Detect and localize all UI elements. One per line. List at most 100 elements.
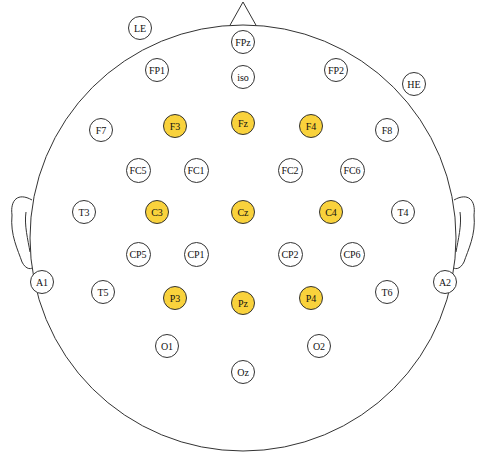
electrode-label: Oz (231, 360, 255, 384)
electrode-outline (278, 242, 302, 266)
nose (229, 2, 257, 27)
head-circle (30, 25, 456, 451)
electrode-outline (164, 115, 187, 138)
electrode-label: FC2 (278, 158, 303, 183)
electrode: O2 (307, 334, 331, 358)
electrode-label: LE (128, 16, 152, 40)
electrode-outline (156, 335, 179, 358)
electrode: FC1 (184, 158, 209, 183)
electrode-label: CP1 (184, 242, 209, 267)
electrode-outline (232, 66, 255, 89)
electrode-label: T6 (375, 280, 399, 304)
electrode-label: iso (231, 65, 255, 89)
electrode-outline (278, 158, 302, 182)
electrode-outline (126, 242, 150, 266)
electrode-outline (320, 201, 343, 224)
electrode: CP6 (340, 242, 365, 267)
electrode-label: FC1 (184, 158, 209, 183)
electrode: T6 (375, 280, 399, 304)
electrode-outline (300, 115, 323, 138)
electrode: O1 (155, 334, 179, 358)
electrode: HE (402, 72, 426, 96)
electrode-label: T4 (391, 200, 415, 224)
electrode: CP2 (278, 242, 303, 267)
electrode-outline (325, 59, 348, 82)
electrode-label: FP1 (145, 58, 169, 82)
electrode-outline (31, 271, 54, 294)
electrode-outline (232, 112, 255, 135)
electrode-label: FP2 (324, 58, 348, 82)
electrode-outline (129, 17, 152, 40)
electrode: A1 (30, 270, 54, 294)
electrode-label: T3 (72, 200, 96, 224)
electrode: FC6 (340, 158, 365, 183)
electrode-label: F3 (163, 114, 187, 138)
selected-electrode: Cz (231, 200, 255, 224)
electrode: FP1 (145, 58, 169, 82)
selected-electrode: C4 (319, 200, 343, 224)
electrode: LE (128, 16, 152, 40)
electrode-label: O1 (155, 334, 179, 358)
left-ear-inner (25, 212, 30, 252)
electrode: CP5 (126, 242, 151, 267)
electrode-label: FC6 (340, 158, 365, 183)
electrode: F7 (89, 118, 113, 142)
electrode-outline (232, 31, 255, 54)
electrode-outline (232, 201, 255, 224)
selected-electrode: F4 (299, 114, 323, 138)
electrode-label: HE (402, 72, 426, 96)
electrode: FP2 (324, 58, 348, 82)
electrode-outline (340, 242, 364, 266)
electrode-outline (300, 287, 323, 310)
electrode-label: F4 (299, 114, 323, 138)
electrode: Oz (231, 360, 255, 384)
electrode: F8 (375, 118, 399, 142)
electrode: A2 (433, 270, 457, 294)
selected-electrode: F3 (163, 114, 187, 138)
electrode-label: Pz (231, 291, 255, 315)
electrode-label: FC5 (126, 158, 151, 183)
electrode: T4 (391, 200, 415, 224)
electrode-label: O2 (307, 334, 331, 358)
electrode-outline (92, 281, 115, 304)
electrode-label: CP5 (126, 242, 151, 267)
electrode-outline (232, 292, 255, 315)
electrode-outline (434, 271, 457, 294)
electrode-outline (146, 201, 169, 224)
selected-electrode: P3 (163, 286, 187, 310)
electrode-label: FPz (231, 30, 255, 54)
electrode: iso (231, 65, 255, 89)
electrode-outline (73, 201, 96, 224)
selected-electrode: Pz (231, 291, 255, 315)
electrode-label: P4 (299, 286, 323, 310)
electrode-label: F8 (375, 118, 399, 142)
electrode-outline (90, 119, 113, 142)
electrode: T3 (72, 200, 96, 224)
electrode-outline (392, 201, 415, 224)
selected-electrode: P4 (299, 286, 323, 310)
electrode-label: C3 (145, 200, 169, 224)
electrode: T5 (91, 280, 115, 304)
electrode-outline (184, 242, 208, 266)
electrode-outline (164, 287, 187, 310)
electrode-label: A2 (433, 270, 457, 294)
electrode-label: A1 (30, 270, 54, 294)
electrode-outline (146, 59, 169, 82)
selected-electrode: C3 (145, 200, 169, 224)
electrode: FC2 (278, 158, 303, 183)
electrode-outline (232, 361, 255, 384)
electrode-label: Cz (231, 200, 255, 224)
selected-electrode: Fz (231, 111, 255, 135)
electrode: CP1 (184, 242, 209, 267)
electrode: FC5 (126, 158, 151, 183)
electrode-label: P3 (163, 286, 187, 310)
electrode-outline (308, 335, 331, 358)
electrode-outline (403, 73, 426, 96)
electrode-outline (184, 158, 208, 182)
electrode-outline (376, 119, 399, 142)
electrode-label: CP2 (278, 242, 303, 267)
electrode-label: C4 (319, 200, 343, 224)
electrode-outline (126, 158, 150, 182)
electrode-outline (376, 281, 399, 304)
